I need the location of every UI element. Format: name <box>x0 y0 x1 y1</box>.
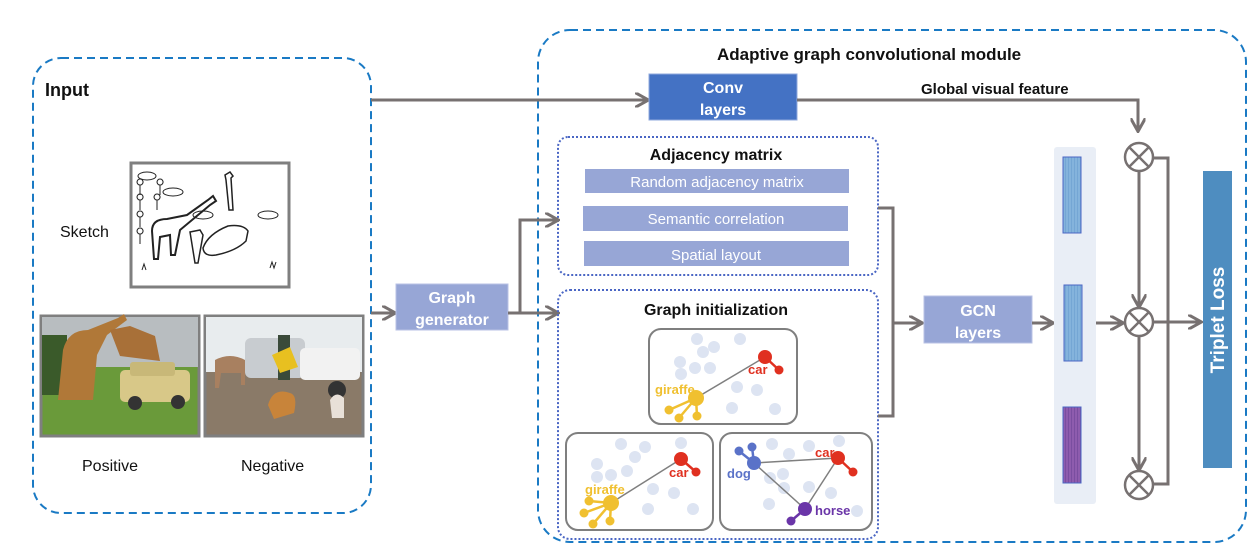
adjacency-item-spatial-label: Spatial layout <box>671 247 762 264</box>
positive-label: Positive <box>82 458 138 475</box>
adjacency-matrix-title: Adjacency matrix <box>650 147 783 164</box>
feature-vector-positive <box>1063 284 1083 362</box>
triplet-loss-block: Triplet Loss <box>1203 171 1232 468</box>
gcn-layers-label-2: layers <box>955 325 1001 342</box>
node-label-car-bottom-left: car <box>669 465 689 480</box>
graph-example-bottom-right: dog car horse <box>719 432 873 531</box>
sketch-image <box>129 161 291 289</box>
node-label-car-bottom-right: car <box>815 445 835 460</box>
node-label-horse: horse <box>815 503 850 518</box>
node-label-giraffe-top: giraffe <box>655 382 695 397</box>
sketch-label: Sketch <box>60 224 109 241</box>
graph-generator-block: Graph generator <box>395 283 509 331</box>
node-label-car-top: car <box>748 362 768 377</box>
graph-init-panel <box>557 289 879 540</box>
input-panel-title: Input <box>45 80 89 100</box>
adjacency-item-random: Random adjacency matrix <box>585 169 849 193</box>
module-panel-border <box>537 29 1247 543</box>
adjacency-item-spatial: Spatial layout <box>584 241 849 266</box>
gcn-layers-block: GCN layers <box>923 295 1033 344</box>
conv-layers-label-2: layers <box>700 102 746 119</box>
positive-image <box>39 314 201 438</box>
graph-generator-label-2: generator <box>415 312 489 329</box>
input-panel-border <box>32 57 372 514</box>
triplet-loss-label: Triplet Loss <box>1208 267 1229 374</box>
adjacency-item-random-label: Random adjacency matrix <box>630 174 804 191</box>
negative-image <box>203 314 365 438</box>
connector-to-gcn <box>878 206 895 418</box>
feature-vector-sketch <box>1062 156 1082 234</box>
adjacency-item-semantic: Semantic correlation <box>583 206 848 231</box>
multiply-node-top <box>1123 141 1155 173</box>
module-title: Adaptive graph convolutional module <box>717 45 1021 64</box>
conv-layers-block: Conv layers <box>648 73 798 121</box>
node-label-giraffe-bottom: giraffe <box>585 482 625 497</box>
graph-example-top: giraffe car <box>648 328 798 425</box>
negative-label: Negative <box>241 458 304 475</box>
arrow-generator-to-adjacency <box>508 220 557 315</box>
gcn-layers-label-1: GCN <box>960 303 996 320</box>
multiply-node-bottom <box>1123 469 1155 501</box>
graph-example-bottom-left: giraffe car <box>565 432 714 531</box>
conv-layers-label-1: Conv <box>703 80 743 97</box>
feature-column <box>1054 147 1096 504</box>
global-feature-label: Global visual feature <box>921 81 1069 98</box>
graph-generator-label-1: Graph <box>428 290 475 307</box>
graph-init-title: Graph initialization <box>644 302 788 319</box>
feature-vector-negative <box>1062 406 1082 484</box>
arrow-global-feature <box>797 98 1138 130</box>
multiply-node-middle <box>1123 306 1155 338</box>
adjacency-item-semantic-label: Semantic correlation <box>648 211 785 228</box>
adjacency-matrix-panel <box>557 136 879 276</box>
node-label-dog: dog <box>727 466 751 481</box>
